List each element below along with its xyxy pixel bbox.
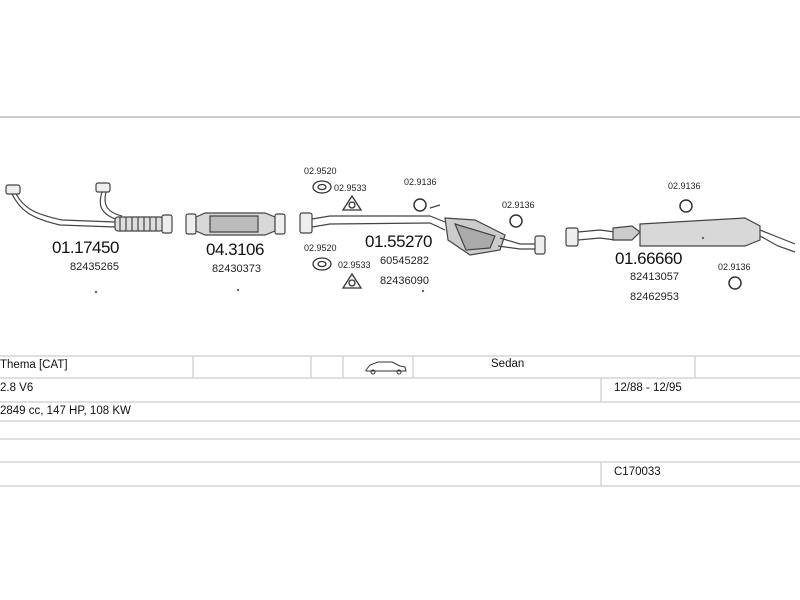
gasket-triangle-upper [341, 194, 363, 211]
part-oem-number: 82436090 [380, 275, 429, 287]
marker-dot [421, 289, 425, 293]
part-oem-number: 60545282 [380, 255, 429, 267]
part-number-main: 01.66660 [615, 249, 682, 268]
part-oem-number: 82413057 [630, 271, 679, 283]
small-part-number: 02.9136 [404, 177, 437, 187]
small-part-number: 02.9136 [502, 200, 535, 210]
part-catalytic-converter-drawing [185, 212, 286, 236]
part-middle-silencer-drawing [299, 204, 546, 256]
part-number-main: 04.3106 [206, 240, 264, 259]
gasket-ring-upper [312, 180, 332, 194]
vehicle-specs: 2849 cc, 147 HP, 108 KW [0, 405, 131, 417]
small-part-number: 02.9533 [338, 260, 371, 270]
vehicle-model: Thema [CAT] [0, 359, 68, 371]
clamp-ring-4 [728, 276, 742, 290]
small-part-number: 02.9520 [304, 166, 337, 176]
gasket-ring-lower [312, 257, 332, 271]
gasket-triangle-lower [341, 272, 363, 289]
clamp-ring-2 [509, 214, 523, 228]
part-number-main: 01.17450 [52, 238, 119, 257]
part-number-main: 01.55270 [365, 232, 432, 251]
vehicle-body-type: Sedan [491, 358, 525, 370]
small-part-number: 02.9520 [304, 243, 337, 253]
clamp-ring-1 [413, 198, 427, 212]
vehicle-years: 12/88 - 12/95 [614, 382, 682, 394]
marker-dot [94, 290, 98, 294]
part-oem-number: 82435265 [70, 261, 119, 273]
small-part-number: 02.9136 [668, 181, 701, 191]
clamp-ring-3 [679, 199, 693, 213]
vehicle-engine: 2.8 V6 [0, 382, 34, 394]
spec-table-grid [0, 355, 800, 487]
part-front-pipe-drawing [5, 182, 173, 234]
part-rear-silencer-drawing [565, 217, 796, 253]
marker-dot [701, 236, 705, 240]
marker-dot [236, 288, 240, 292]
part-oem-number: 82462953 [630, 291, 679, 303]
car-icon [365, 361, 407, 375]
vehicle-code: C170033 [614, 466, 661, 478]
part-oem-number: 82430373 [212, 263, 261, 275]
small-part-number: 02.9533 [334, 183, 367, 193]
small-part-number: 02.9136 [718, 262, 751, 272]
